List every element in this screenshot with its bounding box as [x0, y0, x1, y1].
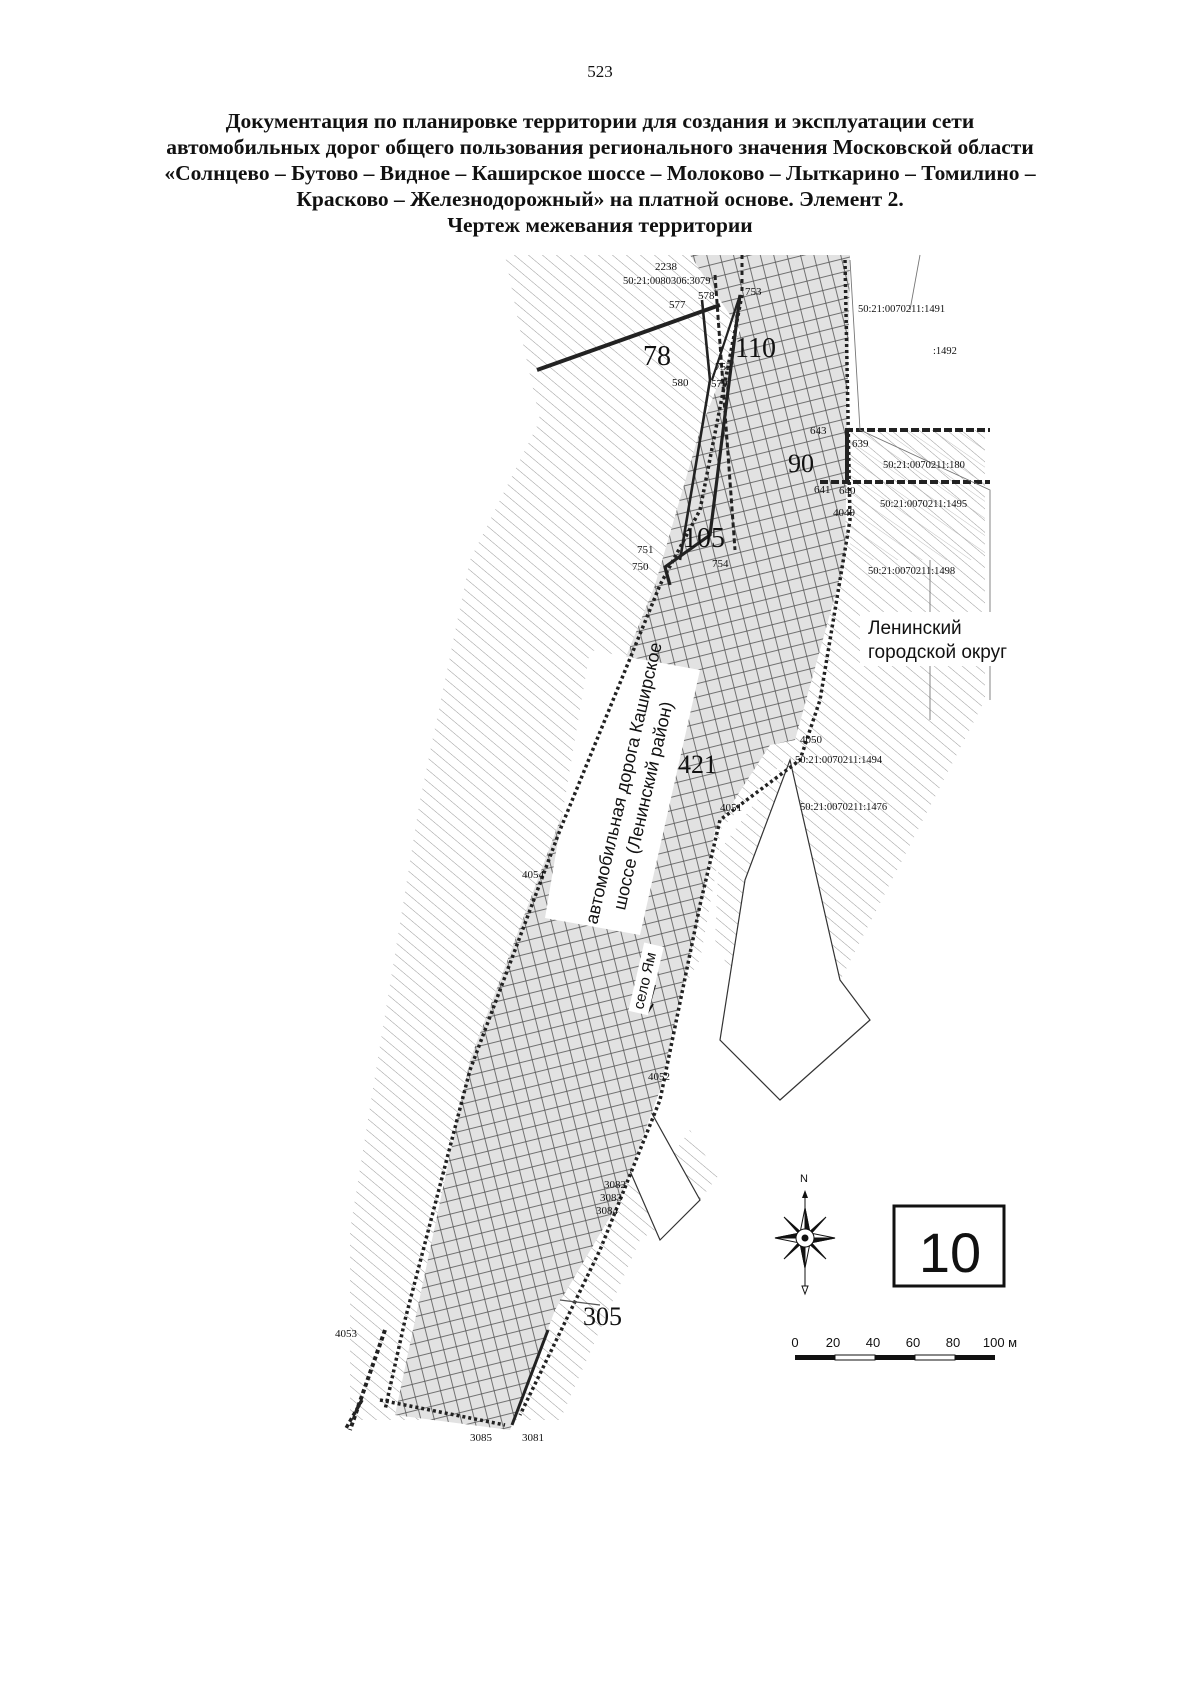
district-label-line: городской округ [868, 642, 1007, 663]
point-numbers: 2238 577 578 753 752 580 579 643 639 641… [335, 261, 869, 1444]
point-number: 577 [669, 299, 686, 311]
boundary-lines [343, 254, 991, 1431]
point-number: 4054 [522, 869, 545, 881]
compass-rose-icon: N [774, 1173, 836, 1296]
scale-tick-label: 80 [946, 1335, 960, 1350]
district-label: Ленинский городской округ [860, 612, 1030, 666]
point-number: 751 [637, 544, 654, 556]
scale-bar: 0 20 40 60 80 100 м [791, 1335, 1017, 1361]
scale-tick-label: 40 [866, 1335, 880, 1350]
cadastral-number: 50:21:0070211:1495 [880, 499, 967, 510]
district-label-line: Ленинский [868, 618, 962, 639]
cadastral-number: 50:21:0070211:1498 [868, 566, 955, 577]
point-number: 3085 [470, 1432, 493, 1444]
point-number: 752 [715, 361, 732, 373]
point-number: 4049 [833, 507, 856, 519]
point-number: 640 [839, 485, 856, 497]
area-number: 105 [683, 523, 725, 554]
point-number: 3082 [604, 1179, 626, 1191]
point-number: 643 [810, 425, 827, 437]
area-number: 305 [583, 1302, 622, 1331]
title-line: Чертеж межевания территории [447, 213, 753, 237]
compass-north-label: N [800, 1173, 808, 1185]
point-number: 3083 [600, 1192, 623, 1204]
title-line: Документация по планировке территории дл… [225, 109, 975, 133]
area-number: 90 [788, 449, 814, 478]
point-number: 4050 [800, 734, 823, 746]
cadastral-number: 50:21:0070211:1491 [858, 304, 945, 315]
point-number: 4053 [335, 1328, 358, 1340]
point-number: 579 [711, 378, 728, 390]
point-number: 4051 [720, 802, 742, 814]
scale-tick-label: 20 [826, 1335, 840, 1350]
scale-tick-label: 0 [791, 1335, 798, 1350]
sheet-number-box: 10 [892, 1204, 1006, 1288]
point-number: 580 [672, 377, 689, 389]
point-number: 639 [852, 438, 869, 450]
area-number: 421 [678, 750, 717, 779]
area-number: 78 [643, 341, 671, 372]
page-number: 523 [587, 62, 613, 81]
point-number: 3084 [596, 1205, 619, 1217]
point-number: 4052 [648, 1071, 670, 1083]
cadastral-number: 50:21:0080306:3079 [623, 276, 711, 287]
point-number: 750 [632, 561, 649, 573]
scale-tick-label: 60 [906, 1335, 920, 1350]
area-number: 110 [735, 333, 776, 364]
area-numbers: 78 110 90 105 421 305 [583, 333, 814, 1331]
point-number: 641 [814, 484, 831, 496]
sheet-number: 10 [919, 1221, 981, 1284]
cadastral-number: 50:21:0070211:180 [883, 460, 965, 471]
scale-tick-label: 100 м [983, 1335, 1017, 1350]
point-number: 3081 [522, 1432, 544, 1444]
cadastral-number: 50:21:0070211:1494 [795, 755, 883, 766]
document-title: Документация по планировке территории дл… [120, 108, 1080, 238]
cadastral-number: 50:21:0070211:1476 [800, 802, 887, 813]
cadastral-number: :1492 [933, 346, 957, 357]
point-number: 754 [712, 558, 729, 570]
point-number: 753 [745, 286, 762, 298]
cadastral-numbers: 50:21:0080306:3079 50:21:0070211:1491 :1… [623, 276, 967, 813]
title-line: «Солнцево – Бутово – Видное – Каширское … [164, 161, 1036, 185]
point-number: 578 [698, 290, 715, 302]
point-number: 2238 [655, 261, 678, 273]
title-line: автомобильных дорог общего пользования р… [166, 135, 1034, 159]
title-line: Красково – Железнодорожный» на платной о… [296, 187, 904, 211]
